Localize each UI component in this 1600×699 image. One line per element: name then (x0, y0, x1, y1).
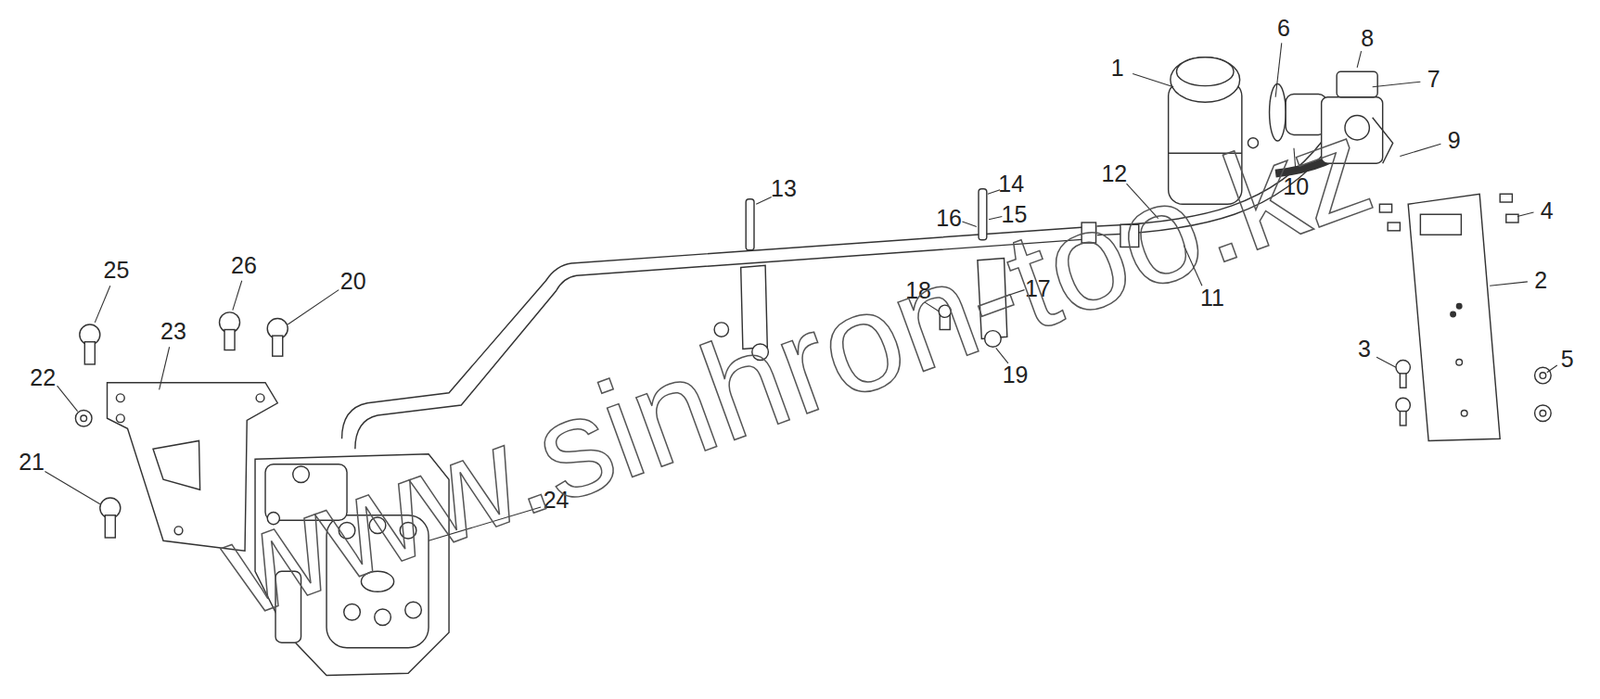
callout-number: 23 (160, 320, 187, 344)
callout-number: 2 (1534, 268, 1548, 293)
callout-number: 5 (1561, 347, 1575, 372)
callout-number: 7 (1427, 67, 1441, 91)
callout-number: 19 (1002, 363, 1029, 387)
callout-number: 9 (1447, 128, 1461, 153)
callout-number: 25 (103, 258, 130, 282)
callout-number: 26 (230, 254, 257, 278)
callout-number: 14 (998, 172, 1024, 196)
watermark: www.sinhron-too.kz (204, 94, 1386, 639)
callout-number: 1 (1111, 56, 1125, 80)
callout-number: 20 (340, 269, 367, 294)
callout-number: 13 (770, 177, 797, 201)
callout-number: 8 (1360, 26, 1374, 51)
callout-number: 22 (29, 366, 56, 390)
callout-number: 16 (935, 206, 962, 231)
callout-number: 6 (1277, 16, 1291, 40)
callout-number: 4 (1540, 199, 1554, 223)
callout-number: 3 (1357, 337, 1371, 361)
callout-number: 21 (18, 450, 45, 474)
